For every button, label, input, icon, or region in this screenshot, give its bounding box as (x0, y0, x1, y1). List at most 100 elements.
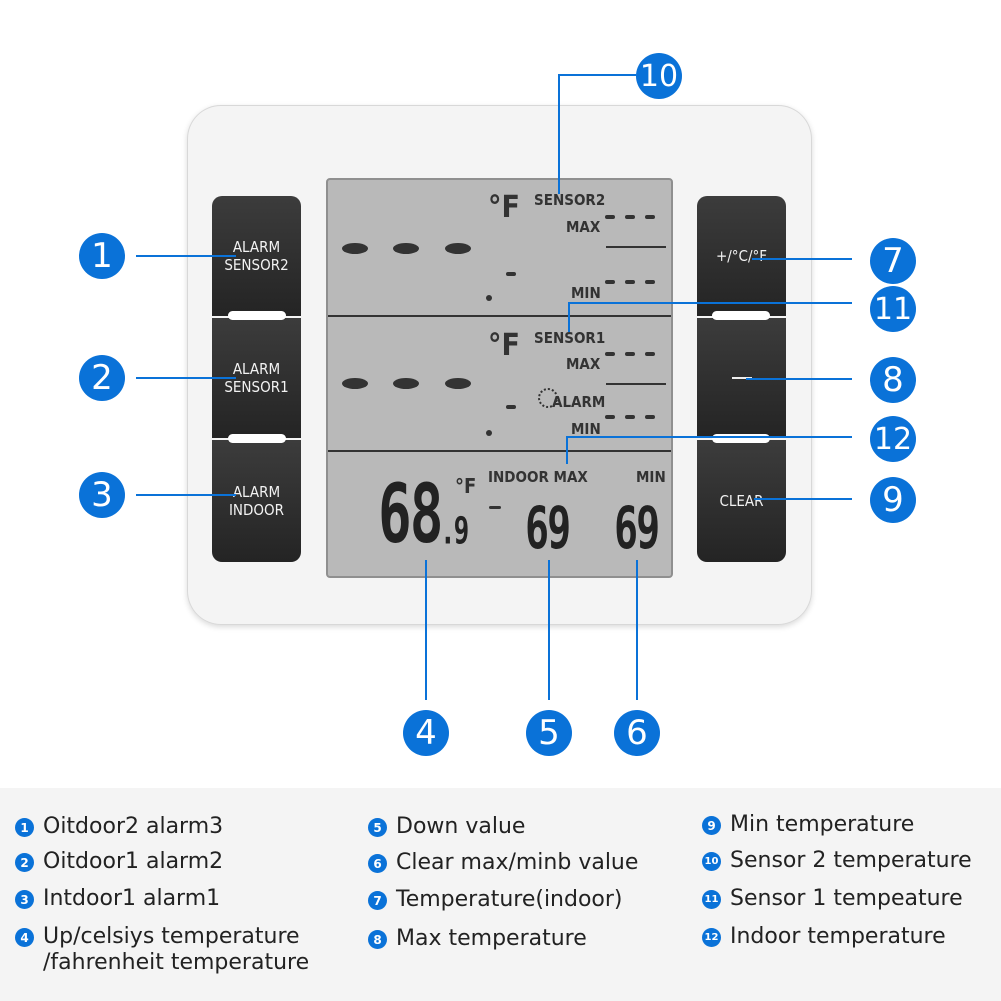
indoor-max-value: 69 (525, 496, 571, 563)
leader-3 (136, 494, 236, 496)
sensor2-unit: °F (488, 190, 520, 225)
legend-text-9: Min temperature (730, 812, 915, 837)
legend-num-2: 2 (15, 853, 34, 872)
legend-num-6: 6 (368, 854, 387, 873)
sensor1-digit-1 (342, 378, 368, 389)
legend-item-6: 6 Clear max/minb value (368, 850, 638, 876)
legend-item-1: 1 Oitdoor2 alarm3 (15, 814, 223, 840)
sensor1-decimal-dash (506, 405, 516, 409)
sensor2-decimal-dot (486, 295, 492, 301)
max-button-mark (731, 377, 752, 379)
legend-text-1: Oitdoor2 alarm3 (43, 814, 224, 839)
sensor2-min-dash-3 (645, 280, 655, 284)
sensor2-max-label: MAX (566, 218, 601, 236)
sensor1-max-dash-2 (625, 352, 635, 356)
leader-1 (136, 255, 236, 257)
unit-toggle-button[interactable]: +/°C/°F (697, 196, 786, 316)
sensor2-min-dash-1 (605, 280, 615, 284)
callout-1: 1 (79, 233, 125, 279)
legend-text-10: Sensor 2 temperature (730, 848, 972, 873)
alarm-sensor1-line2: SENSOR1 (224, 378, 289, 396)
left-pill-1 (228, 311, 286, 320)
leader-12-vertical (566, 436, 568, 464)
legend-text-4: Up/celsiys temperature (43, 924, 300, 949)
leader-5 (548, 560, 550, 700)
leader-12-horizontal (566, 436, 852, 438)
legend-text-7: Temperature(indoor) (396, 887, 623, 912)
legend-num-5: 5 (368, 818, 387, 837)
sensor2-max-dash-2 (625, 215, 635, 219)
alarm-sensor1-line1: ALARM (232, 360, 281, 378)
indoor-temperature-decimal: .9 (440, 510, 469, 554)
legend-text-12: Indoor temperature (730, 924, 946, 949)
alarm-bell-icon (538, 388, 558, 408)
legend-num-12: 12 (702, 928, 721, 947)
leader-10-vertical (558, 74, 560, 194)
callout-9: 9 (870, 477, 916, 523)
legend-num-10: 10 (702, 852, 721, 871)
sensor1-digit-3 (445, 378, 471, 389)
sensor1-max-dash-1 (605, 352, 615, 356)
legend-item-10: 10 Sensor 2 temperature (702, 848, 972, 874)
leader-6 (636, 560, 638, 700)
callout-7: 7 (870, 238, 916, 284)
indoor-temperature: 68 (378, 468, 443, 563)
clear-button[interactable]: CLEAR (697, 440, 786, 562)
alarm-indoor-line1: ALARM (232, 483, 281, 501)
legend-item-9: 9 Min temperature (702, 812, 914, 838)
callout-11: 11 (870, 286, 916, 332)
legend-item-7: 7 Temperature(indoor) (368, 887, 623, 913)
sensor1-decimal-dot (486, 430, 492, 436)
sensor2-max-dash-1 (605, 215, 615, 219)
leader-2 (136, 377, 236, 379)
alarm-indoor-line2: INDOOR (228, 501, 285, 519)
alarm-sensor2-line1: ALARM (232, 238, 281, 256)
right-pill-2 (712, 434, 770, 443)
sensor1-max-dash-3 (645, 352, 655, 356)
unit-toggle-label: +/°C/°F (715, 247, 768, 265)
alarm-indoor-button[interactable]: ALARM INDOOR (212, 440, 301, 562)
sensor1-separator (606, 383, 666, 385)
indoor-min-value: 69 (614, 496, 660, 563)
legend-num-8: 8 (368, 930, 387, 949)
alarm-sensor2-line2: SENSOR2 (224, 256, 289, 274)
callout-12: 12 (870, 416, 916, 462)
legend-num-1: 1 (15, 818, 34, 837)
legend-item-2: 2 Oitdoor1 alarm2 (15, 849, 223, 875)
legend-text-2: Oitdoor1 alarm2 (43, 849, 224, 874)
sensor2-label: SENSOR2 (534, 191, 606, 209)
callout-6: 6 (614, 710, 660, 756)
sensor2-digit-2 (393, 243, 419, 254)
sensor2-max-dash-3 (645, 215, 655, 219)
sensor1-max-label: MAX (566, 355, 601, 373)
callout-8: 8 (870, 357, 916, 403)
legend-item-8: 8 Max temperature (368, 926, 587, 952)
legend-text-4b: /fahrenheit temperature (43, 950, 310, 975)
sensor1-min-label: MIN (571, 420, 601, 438)
indoor-temperature-unit: °F (455, 474, 477, 498)
lcd-screen (326, 178, 673, 578)
legend-text-5: Down value (396, 814, 526, 839)
callout-2: 2 (79, 355, 125, 401)
sensor1-label: SENSOR1 (534, 329, 606, 347)
clear-button-label: CLEAR (719, 492, 764, 510)
legend-text-3: Intdoor1 alarm1 (43, 886, 221, 911)
legend-num-9: 9 (702, 816, 721, 835)
legend-num-11: 11 (702, 890, 721, 909)
legend-item-11: 11 Sensor 1 tempeature (702, 886, 963, 912)
callout-3: 3 (79, 472, 125, 518)
legend-item-3: 3 Intdoor1 alarm1 (15, 886, 220, 912)
sensor1-alarm-label: ALARM (552, 393, 606, 411)
legend-num-7: 7 (368, 891, 387, 910)
lcd-divider-2 (328, 450, 671, 452)
sensor1-min-dash-2 (625, 415, 635, 419)
sensor2-separator (606, 246, 666, 248)
leader-7 (752, 258, 852, 260)
lcd-divider-1 (328, 315, 671, 317)
leader-11-horizontal (568, 302, 852, 304)
legend-text-6: Clear max/minb value (396, 850, 639, 875)
leader-10-horizontal (558, 74, 636, 76)
sensor1-min-dash-3 (645, 415, 655, 419)
sensor2-digit-3 (445, 243, 471, 254)
sensor1-unit: °F (488, 328, 520, 363)
